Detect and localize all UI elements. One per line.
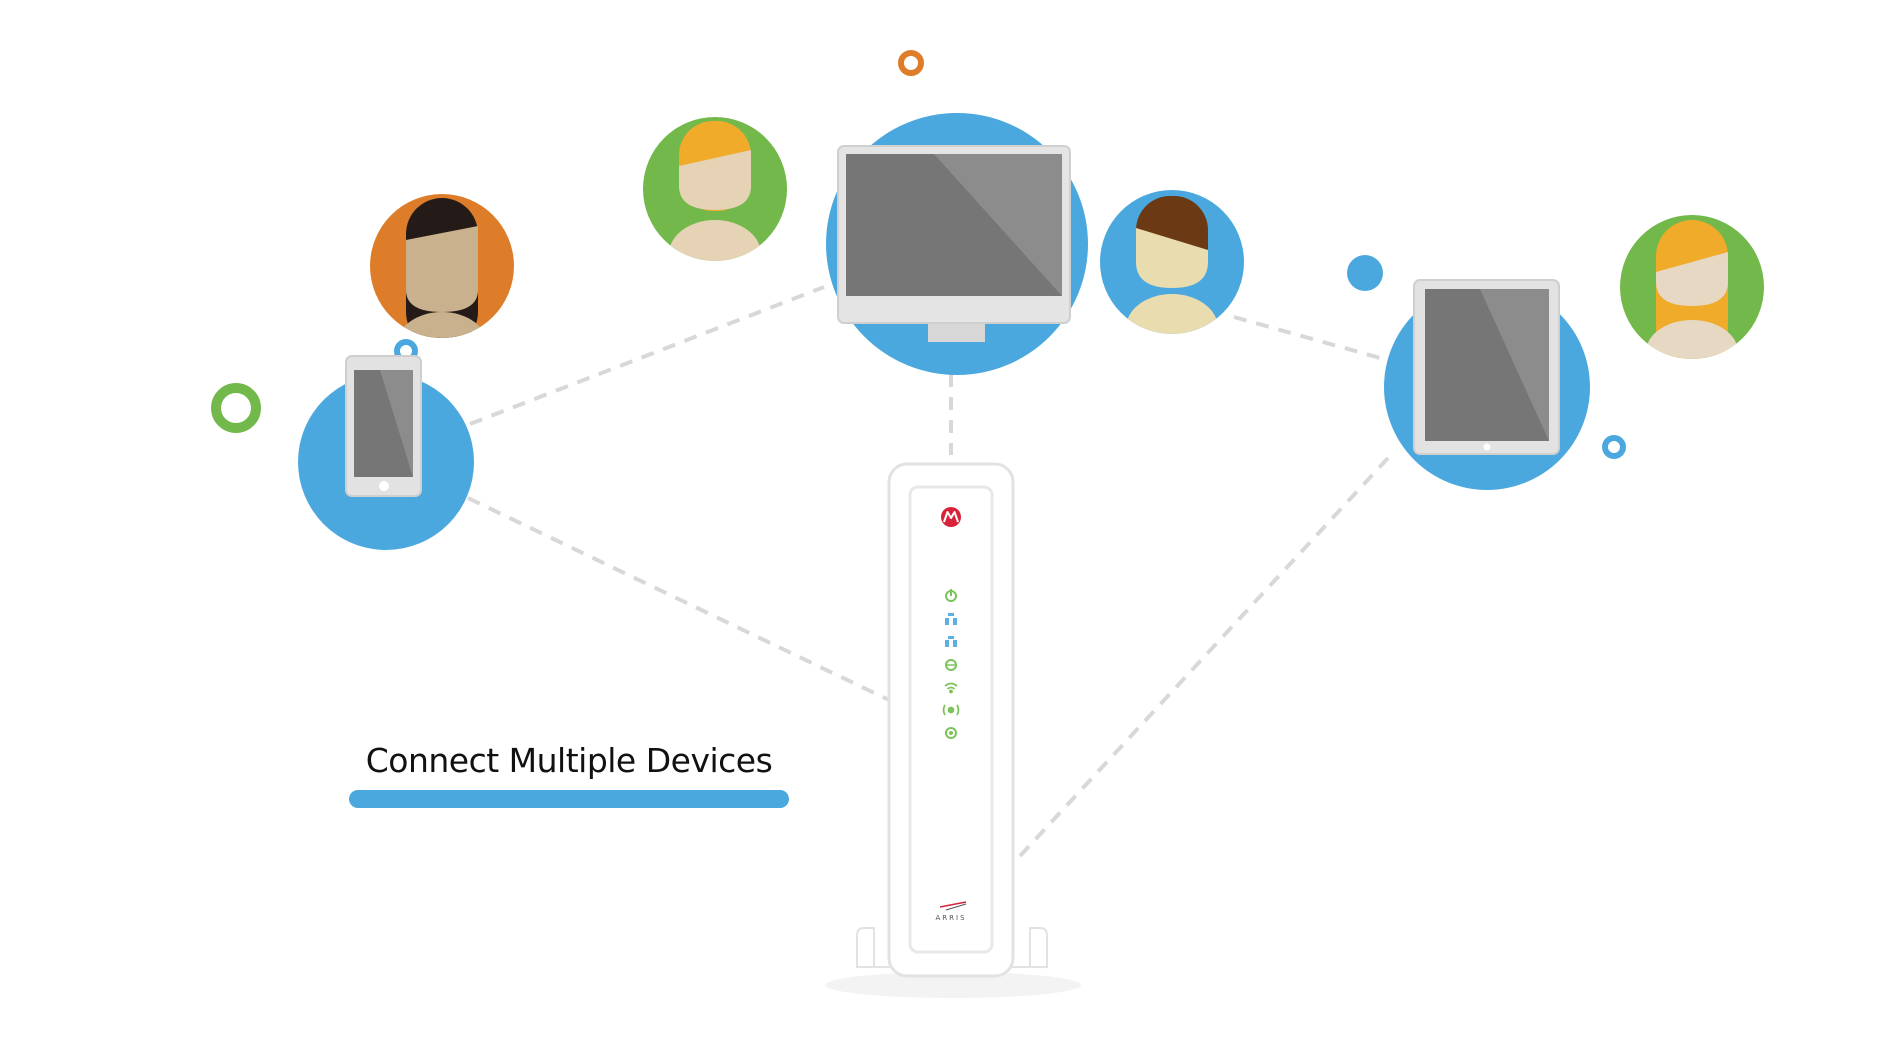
- green-ring-dot: [211, 383, 261, 433]
- line-phone-monitor: [469, 285, 825, 426]
- person-avatar-blue: [1100, 190, 1244, 334]
- person-avatar-orange: [370, 194, 514, 338]
- line-phone-router: [467, 496, 890, 702]
- headline-block: Connect Multiple Devices: [349, 741, 789, 808]
- orange-ring-dot: [898, 50, 924, 76]
- smartphone-icon: [298, 355, 474, 550]
- online-icon: [945, 659, 957, 671]
- desktop-monitor-icon: [826, 113, 1088, 375]
- line-tablet-router: [1018, 456, 1390, 858]
- power-icon: [945, 589, 957, 602]
- blue-solid-dot: [1347, 255, 1383, 291]
- tablet-icon: [1384, 279, 1590, 490]
- headline-underline-bar: [349, 790, 789, 808]
- downstream-icon: [945, 613, 957, 625]
- headline-text: Connect Multiple Devices: [365, 741, 773, 780]
- line-person-tablet: [1233, 315, 1381, 360]
- connection-lines: [467, 285, 1390, 858]
- brand-logo-icon: [941, 507, 961, 527]
- brand-text: ARRIS: [935, 914, 966, 922]
- upstream-icon: [945, 636, 957, 647]
- status-icon: [945, 727, 957, 739]
- person-avatar-green-left: [643, 117, 787, 261]
- person-avatar-green-right: [1620, 215, 1764, 359]
- modem-router-icon: ARRIS: [825, 462, 1081, 998]
- arris-logo: ARRIS: [935, 901, 967, 922]
- wps-icon: [942, 704, 960, 716]
- blue-ring-dot: [1602, 435, 1626, 459]
- wifi-icon: [944, 682, 958, 694]
